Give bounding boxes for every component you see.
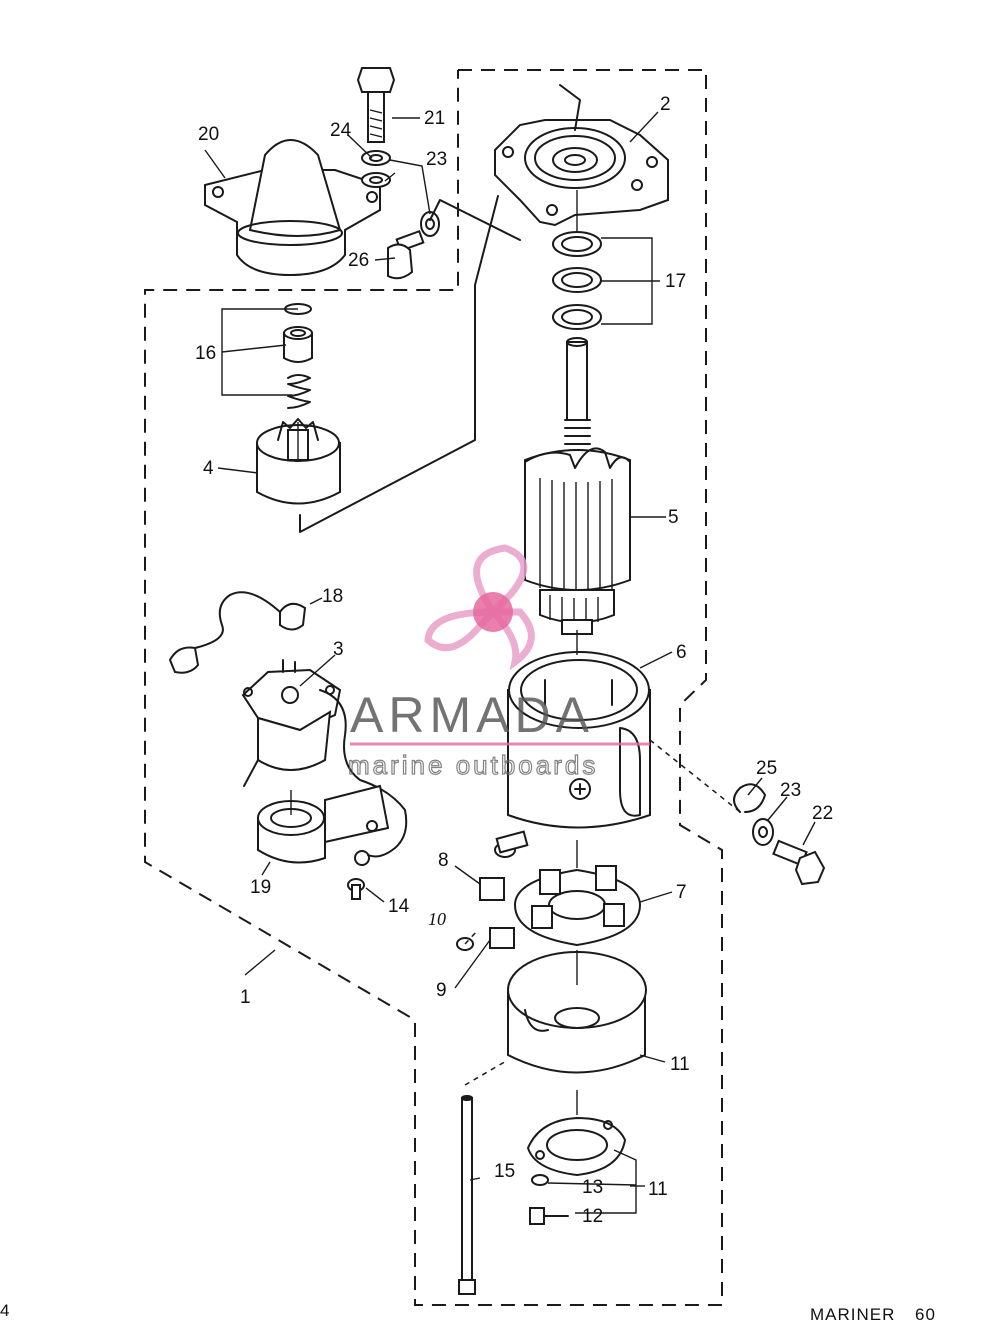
part-5-armature <box>524 337 631 635</box>
callout-11-frame: 11 <box>670 1054 690 1075</box>
callout-4: 4 <box>203 458 214 479</box>
callout-17: 17 <box>665 271 686 292</box>
part-12-screw <box>529 1207 569 1225</box>
callout-10: 10 <box>428 909 446 929</box>
part-25-clip <box>733 783 766 813</box>
part-23-washer-side <box>752 818 774 846</box>
callout-numbers: 1 2 3 4 5 6 7 8 9 10 11 11 12 13 14 15 1… <box>195 94 833 1227</box>
callout-21: 21 <box>424 108 445 129</box>
part-13-washer <box>531 1174 549 1186</box>
callout-3: 3 <box>333 639 344 660</box>
footer-page-number: 60 <box>915 1305 936 1320</box>
part-15-through-bolt <box>458 1095 476 1295</box>
part-8-brush <box>479 877 505 901</box>
callout-13: 13 <box>582 1177 603 1198</box>
callout-14: 14 <box>388 896 410 917</box>
part-3-solenoid <box>241 659 408 866</box>
callout-25: 25 <box>756 758 777 779</box>
callout-26: 26 <box>348 250 369 271</box>
callout-2: 2 <box>660 94 671 115</box>
callout-6: 6 <box>676 642 687 663</box>
callout-24: 24 <box>330 120 352 141</box>
watermark-text: ARMADA marine outboards <box>347 687 650 781</box>
part-22-bolt <box>772 839 826 886</box>
watermark-tagline: marine outboards <box>348 750 598 780</box>
part-9-brush <box>489 927 515 949</box>
callout-18: 18 <box>322 586 343 607</box>
callout-leaders <box>204 111 816 1214</box>
page-footer: 4 MARINER 60 <box>0 1301 936 1320</box>
callout-23-top: 23 <box>426 149 447 170</box>
part-2-front-bracket <box>494 119 669 227</box>
footer-manufacturer: MARINER <box>810 1305 895 1320</box>
callout-19: 19 <box>250 877 271 898</box>
callout-16: 16 <box>195 343 216 364</box>
part-19-lever-housing <box>257 784 390 864</box>
callout-15: 15 <box>494 1161 515 1182</box>
part-26-screw <box>387 229 425 280</box>
part-17-shims <box>552 231 602 330</box>
callout-20: 20 <box>198 124 219 145</box>
footer-left-mark: 4 <box>0 1301 10 1320</box>
part-16-retainer-set <box>283 303 313 409</box>
watermark-logo <box>424 544 535 671</box>
callout-9: 9 <box>436 980 447 1001</box>
callout-11-cover: 11 <box>648 1179 668 1200</box>
part-6-field-frame <box>494 651 651 858</box>
part-11-cover <box>526 1116 627 1177</box>
part-21-bolt <box>356 67 396 143</box>
assembly-axis-lines <box>290 84 741 1115</box>
callout-5: 5 <box>668 507 679 528</box>
part-7-brush-plate <box>513 865 642 947</box>
part-20-cap <box>204 139 381 277</box>
callout-8: 8 <box>438 850 449 871</box>
watermark-brand: ARMADA <box>350 687 594 743</box>
callout-7: 7 <box>676 882 687 903</box>
callout-1: 1 <box>240 987 251 1008</box>
part-23-washer-top <box>361 172 440 237</box>
part-18-terminal-cap <box>168 591 307 674</box>
assembly-boundary <box>144 69 723 1306</box>
part-11-end-frame <box>507 951 647 1074</box>
part-14-screw <box>347 878 365 900</box>
callout-12: 12 <box>582 1206 603 1227</box>
callout-23-side: 23 <box>780 780 801 801</box>
callout-22: 22 <box>812 803 833 824</box>
